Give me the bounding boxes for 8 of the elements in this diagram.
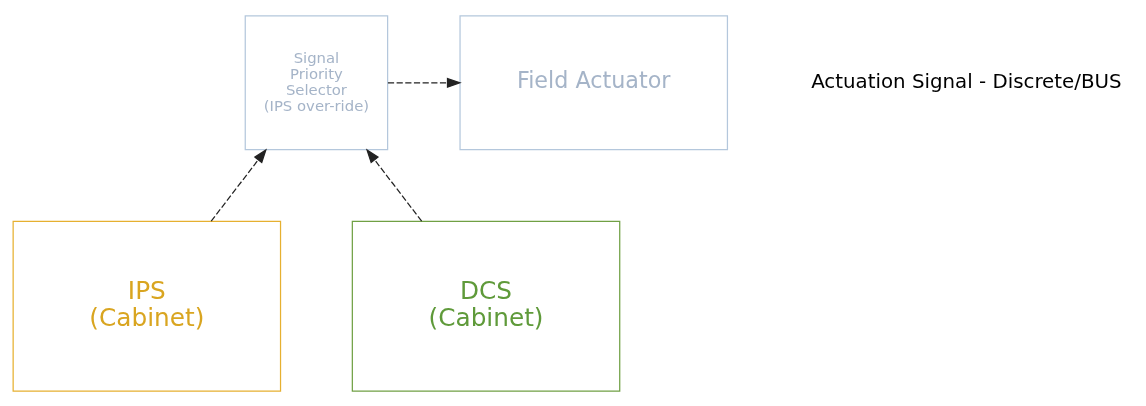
arrow [387,77,462,88]
arrow [365,147,423,222]
node-box: IPS (Cabinet) [12,220,282,392]
node-box: DCS (Cabinet) [351,220,621,392]
node-box: Field Actuator [459,14,729,150]
arrow [210,147,267,222]
legend-label: Actuation Signal - Discrete/BUS [811,69,1122,92]
node-box: Signal Priority Selector (IPS over-ride) [244,14,389,150]
